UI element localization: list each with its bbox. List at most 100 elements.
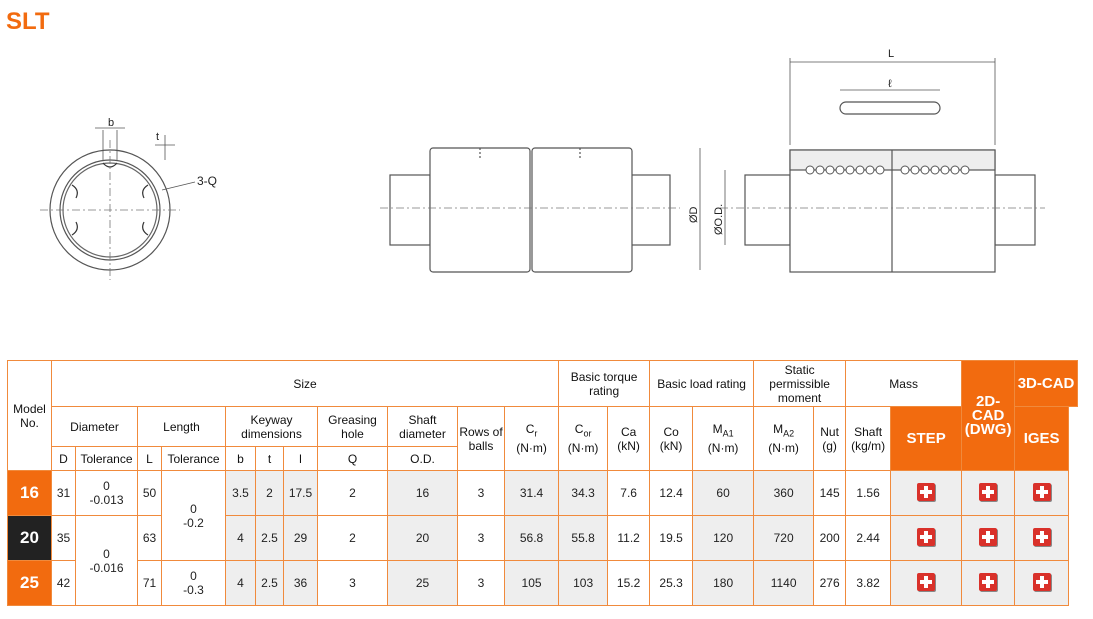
header-OD: O.D. <box>387 446 458 471</box>
cell-rows: 3 <box>457 515 505 561</box>
ball-row <box>805 165 970 175</box>
side-view <box>380 147 680 273</box>
cell-cr: 105 <box>503 560 560 606</box>
cell-l: 36 <box>283 560 318 606</box>
table-row: 16 31 0 -0.013 50 0 -0.2 3.5 2 17.5 2 16… <box>7 470 1078 561</box>
header-2d-cad: 2D-CAD (DWG) <box>961 360 1016 471</box>
section-view <box>699 58 1045 273</box>
header-load: Basic load rating <box>649 360 755 407</box>
cad-iges-download-icon[interactable] <box>1014 560 1070 606</box>
cell-t: 2 <box>255 470 284 516</box>
cad-2d-download-icon[interactable] <box>890 560 963 606</box>
cell-ma1: 120 <box>692 515 755 561</box>
header-nut: Nut(g) <box>813 406 847 471</box>
header-d-tolerance: Tolerance <box>75 446 138 471</box>
header-iges: IGES <box>1014 406 1070 471</box>
cell-ca: 11.2 <box>607 515 651 561</box>
cad-step-download-icon[interactable] <box>961 515 1016 561</box>
header-torque: Basic torque rating <box>558 360 651 407</box>
cell-cor: 34.3 <box>558 470 609 516</box>
end-view <box>40 127 196 280</box>
cell-b: 4 <box>225 515 256 561</box>
cell-t: 2.5 <box>255 560 284 606</box>
header-l: l <box>283 446 318 471</box>
cad-step-download-icon[interactable] <box>961 560 1016 606</box>
cad-step-download-icon[interactable] <box>961 470 1016 516</box>
cell-Q: 3 <box>317 560 388 606</box>
cell-shaft: 2.44 <box>845 515 892 561</box>
cell-D: 35 <box>51 515 76 561</box>
label-D: ØD <box>688 206 700 223</box>
header-length: Length <box>137 406 226 447</box>
cad-iges-download-icon[interactable] <box>1014 515 1070 561</box>
cell-ma1: 60 <box>692 470 755 516</box>
header-cor: Cor(N·m) <box>558 406 609 471</box>
header-model: Model No. <box>7 360 52 471</box>
cell-Q: 2 <box>317 515 388 561</box>
cell-rows: 3 <box>457 470 505 516</box>
cell-l: 17.5 <box>283 470 318 516</box>
cell-nut: 145 <box>813 470 847 516</box>
header-moment: Static permissible moment <box>753 360 847 407</box>
model-cell: 16 <box>7 470 52 516</box>
cell-ca: 7.6 <box>607 470 651 516</box>
cell-co: 12.4 <box>649 470 694 516</box>
cell-co: 19.5 <box>649 515 694 561</box>
cell-t: 2.5 <box>255 515 284 561</box>
cell-D: 42 <box>51 560 76 606</box>
cell-cr: 56.8 <box>503 515 560 561</box>
header-cr: Cr(N·m) <box>503 406 560 471</box>
cell-d-tolerance: 0 -0.016 <box>75 515 138 606</box>
cell-cor: 55.8 <box>558 515 609 561</box>
cell-ca: 15.2 <box>607 560 651 606</box>
cad-2d-download-icon[interactable] <box>890 515 963 561</box>
spec-table: Model No. Size Basic torque rating Basic… <box>7 360 1078 606</box>
header-greasing: Greasing hole <box>317 406 388 447</box>
cell-OD: 20 <box>387 515 458 561</box>
header-shaft-diameter: Shaft diameter <box>387 406 458 447</box>
header-rows: Rows of balls <box>457 406 505 471</box>
cell-shaft: 3.82 <box>845 560 892 606</box>
header-b: b <box>225 446 256 471</box>
cell-shaft: 1.56 <box>845 470 892 516</box>
cell-Q: 2 <box>317 470 388 516</box>
label-l: ℓ <box>888 78 892 90</box>
header-ca: Ca(kN) <box>607 406 651 471</box>
cell-ma1: 180 <box>692 560 755 606</box>
label-OD: ØO.D. <box>713 204 725 235</box>
cell-b: 3.5 <box>225 470 256 516</box>
cell-nut: 276 <box>813 560 847 606</box>
cell-D: 31 <box>51 470 76 516</box>
cell-L: 63 <box>137 515 162 561</box>
header-ma1: MA1(N·m) <box>692 406 755 471</box>
header-t: t <box>255 446 284 471</box>
cell-rows: 3 <box>457 560 505 606</box>
header-keyway: Keyway dimensions <box>225 406 318 447</box>
technical-drawing: b t 3-Q L ℓ ØD ØO.D. <box>40 48 1045 280</box>
header-diameter: Diameter <box>51 406 138 447</box>
cell-b: 4 <box>225 560 256 606</box>
header-co: Co(kN) <box>649 406 694 471</box>
header-Q: Q <box>317 446 388 471</box>
cell-l-tolerance: 0 -0.3 <box>161 560 226 606</box>
cell-cor: 103 <box>558 560 609 606</box>
model-cell: 25 <box>7 560 52 606</box>
cell-L: 50 <box>137 470 162 516</box>
cell-ma2: 720 <box>753 515 815 561</box>
header-3d-cad: 3D-CAD <box>1014 360 1078 407</box>
cad-2d-download-icon[interactable] <box>890 470 963 516</box>
cad-iges-download-icon[interactable] <box>1014 470 1070 516</box>
cell-L: 71 <box>137 560 162 606</box>
cell-co: 25.3 <box>649 560 694 606</box>
table-row: 20 35 0 -0.016 63 4 2.5 29 2 20 3 56.8 5… <box>7 515 1078 606</box>
cell-ma2: 360 <box>753 470 815 516</box>
cell-cr: 31.4 <box>503 470 560 516</box>
header-size: Size <box>50 360 560 407</box>
table-row: 25 42 71 0 -0.3 4 2.5 36 3 25 3 105 103 … <box>7 560 1078 606</box>
header-L: L <box>137 446 162 471</box>
cell-d-tolerance: 0 -0.013 <box>75 470 138 516</box>
header-D: D <box>51 446 76 471</box>
header-l-tolerance: Tolerance <box>161 446 226 471</box>
cell-OD: 25 <box>387 560 458 606</box>
cell-nut: 200 <box>813 515 847 561</box>
